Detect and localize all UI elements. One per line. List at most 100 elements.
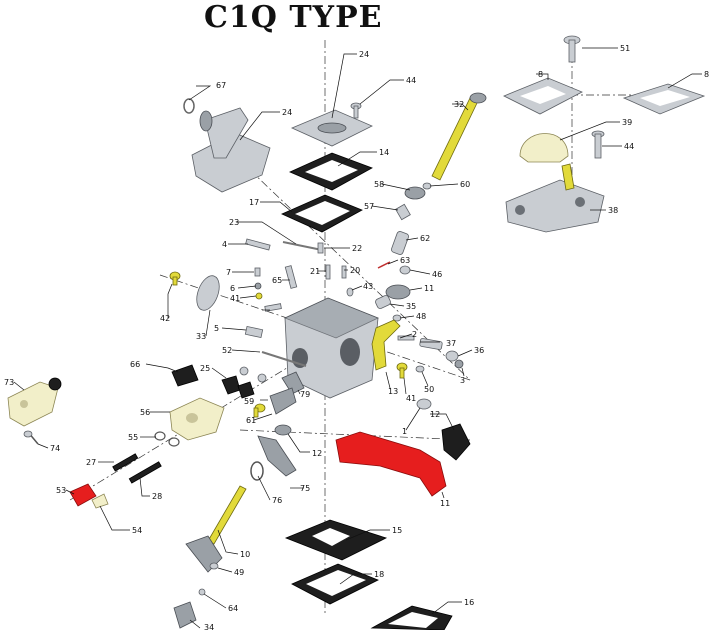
label-38: 38 (608, 206, 618, 215)
label-16: 16 (464, 598, 474, 607)
part-1-plug (416, 398, 432, 410)
label-25: 25 (200, 364, 210, 373)
label-48: 48 (416, 312, 426, 321)
part-5-bushing (244, 325, 264, 339)
label-54: 54 (132, 526, 142, 535)
part-8-gasket-left (503, 77, 583, 115)
label-36: 36 (474, 346, 484, 355)
label-35: 35 (406, 302, 416, 311)
label-41-right: 41 (406, 394, 416, 403)
part-67-oring (183, 98, 195, 114)
label-60: 60 (460, 180, 470, 189)
part-24-diaphragm-cover (290, 109, 373, 147)
part-7-6-41-31-small-parts (254, 267, 282, 312)
label-27: 27 (86, 458, 96, 467)
label-8-left: 8 (538, 70, 543, 79)
label-67: 67 (216, 81, 226, 90)
label-3: 3 (460, 376, 465, 385)
label-59: 59 (244, 397, 254, 406)
label-42: 42 (160, 314, 170, 323)
label-74: 74 (50, 444, 60, 453)
label-39: 39 (622, 118, 632, 127)
part-66-black-body (171, 364, 199, 387)
label-12-right: 12 (430, 410, 440, 419)
part-22-screw (317, 242, 324, 254)
part-34-cap (173, 601, 197, 629)
part-32-throttle-shaft (431, 92, 487, 181)
label-65: 65 (272, 276, 282, 285)
label-50: 50 (424, 385, 434, 394)
label-75: 75 (300, 484, 310, 493)
part-62-needle-seat (391, 231, 409, 255)
label-49: 49 (234, 568, 244, 577)
part-21-20-43-small-parts (325, 264, 354, 297)
part-39-primer-bulb (519, 133, 569, 163)
label-7: 7 (226, 268, 231, 277)
part-73-cream-housing (7, 377, 62, 427)
label-79: 79 (300, 390, 310, 399)
part-17-gasket (281, 194, 363, 233)
part-54-cream-cap (91, 493, 109, 509)
label-73: 73 (4, 378, 14, 387)
part-53-red-cap (69, 483, 97, 507)
part-63-46-11-35-48-parts (375, 261, 411, 322)
label-41: 41 (230, 294, 240, 303)
label-13: 13 (388, 387, 398, 396)
part-55-rings (154, 431, 180, 447)
label-61: 61 (246, 416, 256, 425)
part-13-yellow-bracket (371, 319, 401, 371)
label-11-small: 11 (424, 284, 434, 293)
part-59-61-lever-screw (253, 387, 297, 418)
label-24-top: 24 (359, 50, 369, 59)
part-23-spring (282, 241, 323, 251)
part-15-gasket (284, 519, 388, 561)
part-11-red-lever (335, 431, 447, 497)
label-66: 66 (130, 360, 140, 369)
part-12-75-throttle-lever (257, 424, 297, 477)
carburetor-body (283, 297, 379, 399)
part-18-gasket (291, 563, 379, 605)
label-37: 37 (446, 339, 456, 348)
part-64-washer (198, 588, 206, 596)
label-22: 22 (352, 244, 362, 253)
label-28: 28 (152, 492, 162, 501)
label-24-left: 24 (282, 108, 292, 117)
label-53: 53 (56, 486, 66, 495)
part-49-spring (209, 562, 219, 570)
part-4-pin (245, 238, 271, 251)
part-44-screw-right (591, 130, 605, 159)
part-52-pin (261, 351, 307, 367)
label-32: 32 (454, 100, 464, 109)
part-50-41-screw (396, 362, 425, 379)
part-16-gasket (370, 605, 453, 630)
label-33: 33 (196, 332, 206, 341)
label-64: 64 (228, 604, 238, 613)
label-11-red: 11 (440, 499, 450, 508)
part-58-60-washer-spring (404, 182, 432, 200)
label-44-top: 44 (406, 76, 416, 85)
part-76-ring (250, 461, 264, 481)
part-56-cream-body (169, 397, 225, 441)
label-17: 17 (249, 198, 259, 207)
label-57: 57 (364, 202, 374, 211)
label-2: 2 (412, 330, 417, 339)
label-76: 76 (272, 496, 282, 505)
label-43: 43 (363, 282, 373, 291)
part-38-primer-housing (505, 163, 605, 233)
label-51: 51 (620, 44, 630, 53)
label-14: 14 (379, 148, 389, 157)
part-74-screw (23, 430, 39, 445)
leader-lines (13, 47, 702, 629)
part-8-gasket-right (622, 83, 706, 115)
part-57-spring (395, 203, 411, 221)
part-10-yellow-shaft (185, 485, 247, 573)
label-4: 4 (222, 240, 227, 249)
label-21: 21 (310, 267, 320, 276)
label-6: 6 (230, 284, 235, 293)
label-52: 52 (222, 346, 232, 355)
label-62: 62 (420, 234, 430, 243)
part-25-black-parts (221, 366, 267, 399)
label-55: 55 (128, 433, 138, 442)
label-34: 34 (204, 623, 214, 630)
